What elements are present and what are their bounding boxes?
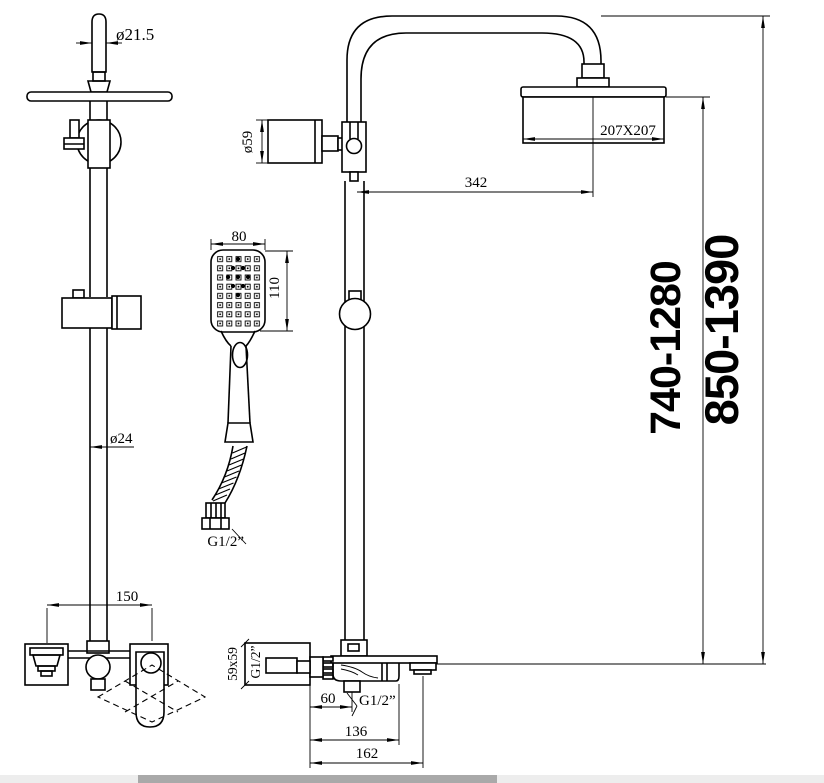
- bottom-outlet: [343, 680, 361, 693]
- side-view: ø21.5 ø24 150: [24, 13, 207, 728]
- overhead-shower-disc: [26, 91, 173, 102]
- hand-shower-handle: [227, 345, 232, 424]
- horizontal-scrollbar-track[interactable]: [0, 775, 824, 783]
- dim-handle-thread: G1/2”: [248, 646, 263, 679]
- dim-arm-reach: 342: [465, 175, 488, 191]
- shower-hose: [211, 445, 248, 504]
- top-rod: [91, 13, 107, 73]
- dim-rail-height-range: 740-1280: [642, 261, 690, 435]
- diverter-lever: [69, 119, 80, 139]
- dim-spout-overall: 162: [356, 746, 379, 762]
- dim-spout-reach: 136: [345, 724, 368, 740]
- dim-head-size: 207X207: [600, 123, 656, 139]
- tub-spout: [409, 662, 437, 671]
- column-slider: [338, 297, 372, 331]
- dim-outlet-thread: G1/2”: [359, 693, 396, 709]
- dim-rod-diameter: ø21.5: [116, 25, 154, 44]
- column-base-connector: [86, 640, 110, 654]
- rod-collar: [92, 71, 106, 82]
- dim-bar-diameter: ø24: [110, 431, 133, 447]
- handle-button: [231, 341, 249, 369]
- dim-handle-size: 59x59: [225, 647, 240, 681]
- nozzle-diamond-dots: [225, 256, 251, 298]
- dim-hose-thread: G1/2”: [207, 534, 244, 550]
- rod-flange: [86, 80, 112, 93]
- slider-holder: [61, 297, 113, 329]
- diverter-body: [87, 119, 111, 169]
- dim-overall-height-range: 850-1390: [695, 235, 748, 426]
- base-joint: [85, 654, 111, 680]
- spout-escutcheon: [24, 643, 69, 686]
- hose-ferrule: [224, 422, 254, 443]
- head-connector: [581, 63, 605, 79]
- horizontal-scrollbar-thumb[interactable]: [138, 775, 497, 783]
- overhead-shower-arm: [346, 15, 602, 122]
- front-view: 207X207 342 ø59: [225, 15, 770, 768]
- dim-valve-centers: 150: [116, 589, 139, 605]
- handle-swing-range: [96, 664, 207, 723]
- holder-button: [72, 289, 85, 299]
- diverter-knob: [267, 119, 323, 164]
- overhead-shower-head: [520, 86, 667, 98]
- nozzle-grid: [216, 255, 262, 329]
- dim-hand-height: 110: [267, 277, 283, 299]
- mixer-valve: [240, 638, 438, 693]
- dim-diverter-diameter: ø59: [240, 131, 256, 154]
- dim-outlet-offset: 60: [321, 691, 336, 707]
- dim-hand-width: 80: [232, 229, 247, 245]
- hand-shower-view: G1/2” 80 110: [201, 229, 293, 550]
- hose-nut: [201, 517, 230, 530]
